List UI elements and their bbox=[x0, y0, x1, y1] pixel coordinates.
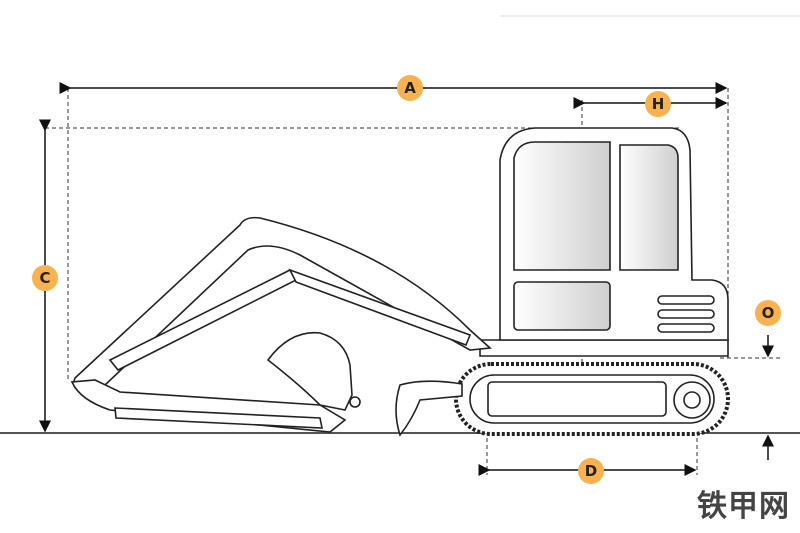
label-A: A bbox=[397, 75, 423, 101]
upper-structure bbox=[479, 127, 729, 357]
bucket bbox=[266, 331, 353, 411]
label-D: D bbox=[578, 458, 604, 484]
dozer-blade bbox=[395, 380, 463, 437]
track-assembly bbox=[454, 362, 730, 436]
boom-arm bbox=[70, 216, 492, 433]
label-C: C bbox=[32, 265, 58, 291]
label-O: O bbox=[755, 300, 781, 326]
watermark: 铁甲网 bbox=[697, 489, 790, 524]
label-H: H bbox=[645, 91, 671, 117]
